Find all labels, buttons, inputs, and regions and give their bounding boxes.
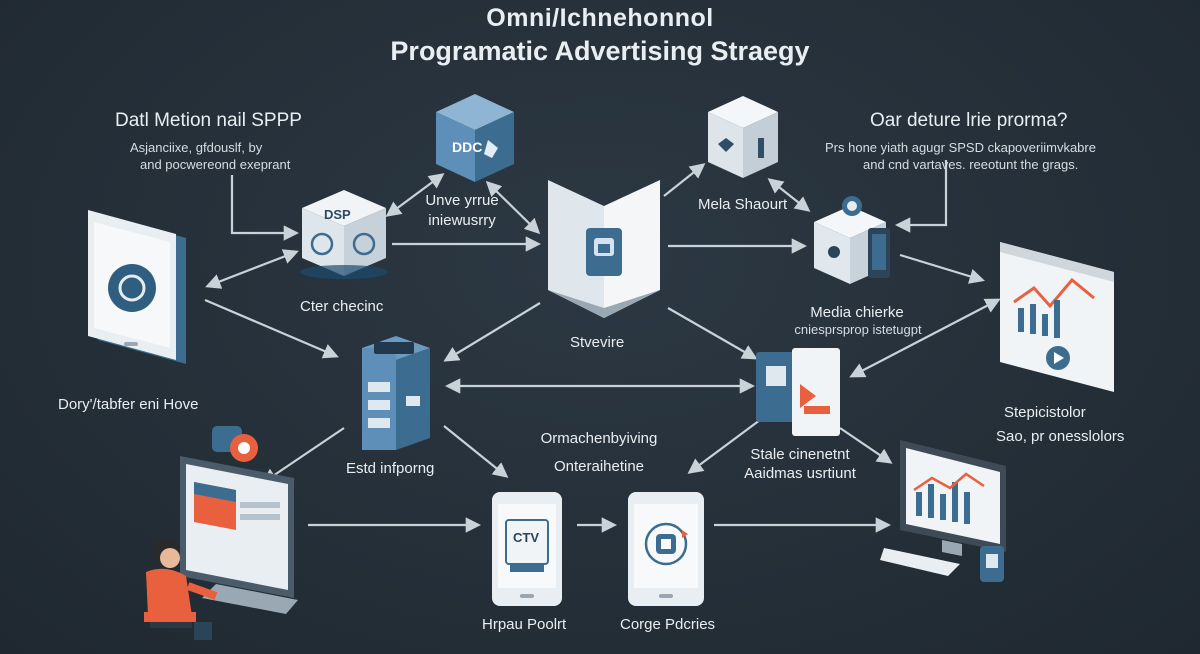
- tablet-device-icon: [88, 210, 186, 364]
- right-heading-sub2: and cnd vartaves. reeotunt the grags.: [863, 157, 1079, 172]
- arrow-server-ctv: [443, 425, 509, 478]
- label-ormach: Ormachenbyiving: [540, 430, 658, 447]
- arrow-card-monitor: [839, 427, 893, 464]
- label-media-line1: Media chierke: [810, 304, 904, 321]
- label-stepi-line1: Stepicistolor: [1004, 404, 1086, 421]
- arrow-center-card: [667, 307, 758, 360]
- left-heading-sub1: Asjanciixe, gfdouslf, by: [130, 140, 263, 155]
- arrow-dsp-ddc: [385, 173, 445, 217]
- label-dory: Dory'/tabfer eni Hove: [58, 396, 199, 413]
- laptop-user-icon: [144, 426, 298, 640]
- diagram-title-line1: Omni/Ichnehonnol: [486, 4, 714, 32]
- label-hrpau: Hrpau Poolrt: [482, 616, 567, 633]
- label-mela: Mela Shaourt: [698, 196, 788, 213]
- arrow-card-corge: [687, 419, 761, 474]
- monitor-dashboard-icon: [880, 440, 1006, 582]
- label-cter: Cter checinc: [300, 298, 384, 315]
- arrow-center-mela: [663, 163, 706, 197]
- label-unve-line2: iniewusrry: [428, 212, 496, 229]
- arrow-server-laptop: [261, 427, 345, 484]
- label-stale-line2: Aaidmas usrtiunt: [744, 465, 856, 482]
- center-platform-icon: [548, 180, 660, 318]
- mela-cube-icon: [708, 96, 778, 178]
- label-corge: Corge Pdcries: [620, 616, 716, 633]
- label-onter: Onteraihetine: [553, 458, 645, 475]
- ddc-cube-icon: DDC: [436, 94, 514, 182]
- left-heading-title: Datl Metion nail SPPP: [115, 110, 302, 131]
- arrow-center-server: [443, 302, 541, 362]
- right-heading-title: Oar deture lrie prorma?: [870, 110, 1068, 131]
- label-unve-line1: Unve yrrue: [425, 192, 499, 209]
- right-heading-sub1: Prs hone yiath agugr SPSD ckapoveriimvka…: [825, 140, 1096, 155]
- label-stepi-line2: Sao, pr onesslolors: [996, 428, 1125, 445]
- label-estd: Estd infporng: [346, 460, 435, 477]
- ctv-label: CTV: [513, 530, 539, 545]
- label-stvevire: Stvevire: [570, 334, 625, 351]
- diagram-title-line2: Programatic Advertising Straegy: [390, 36, 810, 66]
- arrow-tablet-server: [204, 298, 339, 359]
- arrow-heading-right: [894, 160, 948, 233]
- arrow-media-screen: [899, 253, 985, 284]
- ctv-phone-icon: CTV: [492, 492, 562, 606]
- media-cube-icon: [814, 196, 890, 284]
- arrow-mela-media: [767, 178, 811, 212]
- arrow-heading-to-dsp: [230, 175, 300, 241]
- analytics-screen-icon: [1000, 242, 1114, 392]
- arrow-ddc-unve: [485, 180, 541, 235]
- ddc-label: DDC: [452, 139, 482, 155]
- arrow-screen-card: [849, 298, 1001, 378]
- sync-phone-icon: [628, 492, 704, 606]
- server-tower-icon: [362, 336, 430, 450]
- content-card-icon: [756, 348, 840, 436]
- dsp-cube-icon: DSP: [300, 190, 388, 279]
- label-media-line2: cniesprsprop istetugpt: [794, 322, 922, 337]
- label-stale-line1: Stale cinenetnt: [750, 446, 850, 463]
- dsp-label: DSP: [324, 207, 351, 222]
- left-heading-sub2: and pocwereond exeprant: [140, 157, 291, 172]
- arrow-tablet-dsp: [205, 249, 299, 289]
